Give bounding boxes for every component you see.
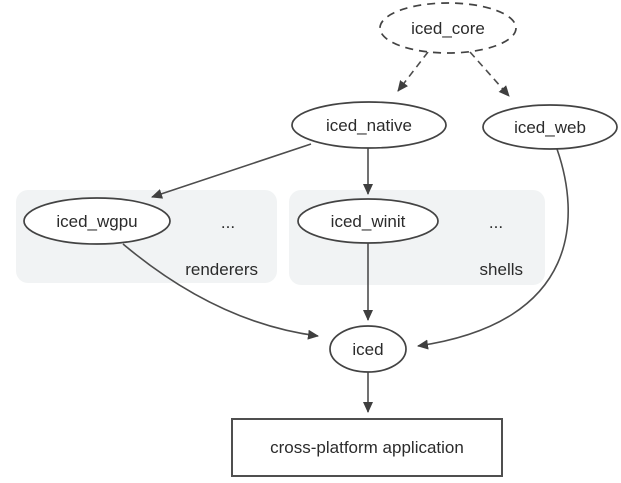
iced-wgpu-ellipse xyxy=(23,197,171,245)
application-label: cross-platform application xyxy=(270,438,464,457)
node-application: cross-platform application xyxy=(231,418,503,477)
iced-native-ellipse xyxy=(291,101,447,149)
edge-iced-web-to-iced xyxy=(417,148,569,350)
iced-ellipse xyxy=(329,325,407,373)
iced-core-ellipse xyxy=(379,2,517,54)
edge-iced-core-to-iced-native xyxy=(397,51,429,92)
node-iced-web: iced_web xyxy=(482,104,618,150)
iced-web-label: iced_web xyxy=(514,118,586,137)
iced-winit-ellipse xyxy=(297,198,439,244)
iced-wgpu-label: iced_wgpu xyxy=(56,212,137,231)
node-iced-wgpu: iced_wgpu xyxy=(23,197,171,245)
iced-label: iced xyxy=(352,340,383,359)
renderers-group-label: renderers xyxy=(185,260,258,279)
edge-iced-core-to-iced-web xyxy=(469,51,510,97)
node-iced: iced xyxy=(329,325,407,373)
edge-iced-native-to-iced-wgpu xyxy=(151,143,312,199)
shells-group-label: shells xyxy=(480,260,523,279)
node-iced-core: iced_core xyxy=(379,2,517,54)
iced-native-label: iced_native xyxy=(326,116,412,135)
iced-core-label: iced_core xyxy=(411,19,485,38)
renderers-ellipsis: ... xyxy=(221,213,235,232)
node-iced-native: iced_native xyxy=(291,101,447,149)
application-box xyxy=(231,418,503,477)
shells-ellipsis: ... xyxy=(489,213,503,232)
iced-winit-label: iced_winit xyxy=(331,212,406,231)
node-iced-winit: iced_winit xyxy=(297,198,439,244)
edge-iced-wgpu-to-iced xyxy=(122,243,319,340)
iced-web-ellipse xyxy=(482,104,618,150)
